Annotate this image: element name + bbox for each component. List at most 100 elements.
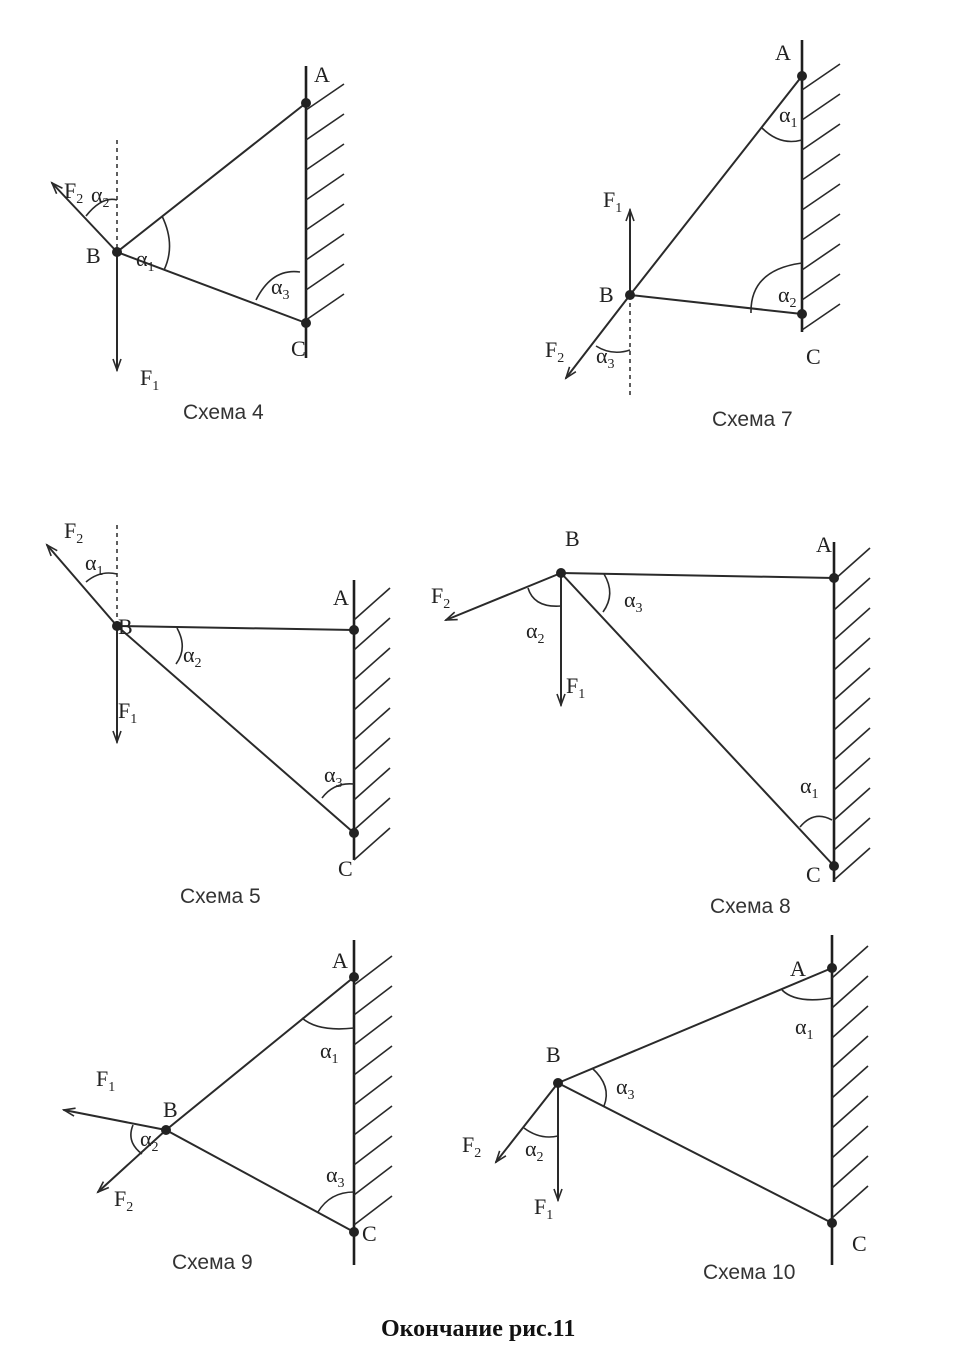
force-label-f1: F1 [140, 365, 159, 394]
scheme-5: A B C F1 F2 α1 α2 α3 Схема 5 [47, 518, 391, 908]
angle-label-alpha2: α2 [526, 618, 545, 647]
node-a [829, 573, 839, 583]
angle-arc [799, 815, 833, 828]
angle-arc [321, 782, 355, 799]
point-label-b: B [163, 1097, 178, 1122]
force-label-f2: F2 [64, 518, 83, 547]
angle-arc [161, 215, 171, 271]
wall-hatching [831, 945, 869, 1219]
scheme-8: A B C F1 F2 α1 α2 α3 Схема 8 [431, 526, 871, 918]
point-label-a: A [816, 532, 832, 557]
angle-label-alpha2: α2 [91, 182, 110, 211]
angle-arc [781, 989, 833, 1001]
angle-arc [317, 1191, 355, 1213]
angle-arc [85, 572, 118, 583]
force-f2-arrow [47, 545, 118, 627]
node-a [349, 972, 359, 982]
rod-bc [116, 625, 355, 834]
scheme-caption: Схема 10 [703, 1261, 795, 1284]
scheme-caption: Схема 4 [183, 401, 264, 424]
node-b [553, 1078, 563, 1088]
force-label-f2: F2 [64, 178, 83, 207]
angle-label-alpha2: α2 [778, 282, 797, 311]
node-c [301, 318, 311, 328]
point-label-c: C [806, 344, 821, 369]
point-label-b: B [565, 526, 580, 551]
node-b [556, 568, 566, 578]
point-label-a: A [790, 956, 806, 981]
angle-arc [130, 1124, 143, 1155]
figure-title: Окончание рис.11 [381, 1316, 575, 1342]
point-label-c: C [362, 1221, 377, 1246]
wall-hatching [801, 63, 841, 331]
point-label-c: C [291, 336, 306, 361]
point-label-a: A [332, 948, 348, 973]
angle-arc [523, 1127, 559, 1138]
point-label-a: A [314, 62, 330, 87]
rod-ab [116, 102, 307, 253]
point-label-c: C [338, 856, 353, 881]
rod-bc [165, 1129, 355, 1233]
node-b [161, 1125, 171, 1135]
angle-arc [761, 127, 803, 143]
wall-hatching [353, 955, 393, 1226]
force-label-f1: F1 [603, 187, 622, 216]
rod-ab [629, 75, 803, 296]
angle-arc [595, 345, 631, 354]
node-a [827, 963, 837, 973]
force-label-f1: F1 [566, 673, 585, 702]
point-label-b: B [86, 243, 101, 268]
point-label-c: C [852, 1231, 867, 1256]
node-c [349, 1227, 359, 1237]
point-label-b: B [118, 614, 133, 639]
force-label-f2: F2 [114, 1186, 133, 1215]
angle-label-alpha1: α1 [779, 102, 798, 131]
angle-label-alpha1: α1 [795, 1014, 814, 1043]
angle-label-alpha3: α3 [324, 762, 343, 791]
node-b [112, 621, 122, 631]
scheme-4: A B C F1 F2 α2 α1 α3 Схема 4 [52, 62, 345, 424]
point-label-c: C [806, 862, 821, 887]
scheme-caption: Схема 5 [180, 885, 261, 908]
node-b [625, 290, 635, 300]
force-label-f2: F2 [431, 583, 450, 612]
angle-label-alpha1: α1 [136, 246, 155, 275]
angle-label-alpha2: α2 [140, 1126, 159, 1155]
scheme-7: A B C F1 F2 α1 α2 α3 Схема 7 [545, 40, 841, 431]
node-a [301, 98, 311, 108]
force-f1-arrow [64, 1110, 167, 1131]
angle-arc [301, 1017, 355, 1030]
node-a [797, 71, 807, 81]
force-label-f1: F1 [534, 1194, 553, 1223]
angle-arc [750, 262, 803, 314]
scheme-caption: Схема 7 [712, 408, 793, 431]
rod-ab [116, 625, 355, 631]
force-f2-arrow [496, 1082, 559, 1162]
angle-label-alpha2: α2 [525, 1136, 544, 1165]
angle-arc [591, 1067, 608, 1107]
scheme-caption: Схема 9 [172, 1251, 253, 1274]
point-label-b: B [599, 282, 614, 307]
point-label-a: A [333, 585, 349, 610]
force-label-f1: F1 [96, 1066, 115, 1095]
angle-label-alpha3: α3 [624, 587, 643, 616]
angle-label-alpha3: α3 [596, 343, 615, 372]
angle-label-alpha3: α3 [616, 1074, 635, 1103]
node-c [827, 1218, 837, 1228]
scheme-9: A B C F1 F2 α1 α2 α3 Схема 9 [64, 940, 393, 1274]
node-b [112, 247, 122, 257]
rod-bc [560, 572, 835, 867]
angle-arc [255, 270, 301, 301]
force-f2-arrow [98, 1129, 167, 1192]
force-f2-arrow [52, 183, 118, 253]
node-c [797, 309, 807, 319]
angle-label-alpha2: α2 [183, 642, 202, 671]
angle-arc [175, 627, 184, 665]
force-label-f2: F2 [462, 1132, 481, 1161]
rod-ab [557, 967, 833, 1084]
angle-label-alpha3: α3 [326, 1162, 345, 1191]
angle-arc [527, 587, 562, 607]
rod-bc [557, 1082, 833, 1224]
wall-hatching [353, 587, 391, 861]
angle-label-alpha1: α1 [800, 773, 819, 802]
